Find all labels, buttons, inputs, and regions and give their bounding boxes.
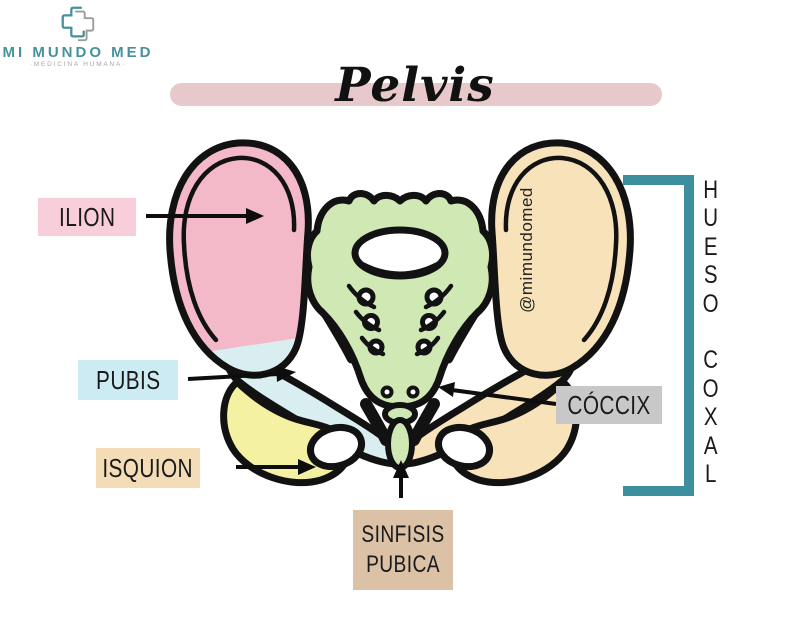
brand-name: MI MUNDO MED [2,44,154,61]
sinfisis-arrow [393,460,409,498]
ilion-arrow [146,208,264,224]
sacral-ridge-lines [346,283,454,357]
label-isquion-text: ISQUION [102,452,194,483]
ilion-region [169,142,309,376]
isquion-arrow [236,459,316,475]
pubis-arrow [187,366,296,382]
page-title: Pelvis [335,58,495,113]
label-coccix-text: CÓCCIX [567,389,651,420]
right-iliac-blade [488,139,634,379]
brand-tagline: ·MEDICINA HUMANA· [29,61,127,68]
coccix-arrow [438,382,557,406]
sacral-base-inner-line [362,262,438,276]
label-pubis: PUBIS [78,360,178,400]
coccix-region [385,417,415,471]
pubis-region-upper [192,336,309,376]
label-ilion: ILION [38,198,136,236]
ilion-outline [166,139,312,379]
callout-arrows [146,208,557,498]
sacral-base-oval [351,226,449,280]
medical-cross-icon [61,6,95,42]
label-ilion-text: ILION [58,201,116,232]
label-isquion: ISQUION [96,448,200,488]
sacrum-region [303,190,497,471]
obturator-foramen [306,423,366,471]
right-iliac-crest-line [503,155,619,343]
label-hueso-coxal: H U E S O C O X A L [702,176,719,489]
label-sinfisis-text: SINFISIS PUBICA [361,521,445,578]
label-sinfisis-pubica: SINFISIS PUBICA [353,510,453,590]
watermark-handle: @mimundomed [517,187,536,313]
right-obturator-foramen [434,423,494,471]
sacrum-body [303,190,497,411]
label-pubis-text: PUBIS [95,364,161,395]
hueso-coxal-bracket [623,175,694,496]
label-coccix: CÓCCIX [556,386,662,424]
iliac-crest-line [181,155,297,343]
title-banner-bar [170,83,662,106]
